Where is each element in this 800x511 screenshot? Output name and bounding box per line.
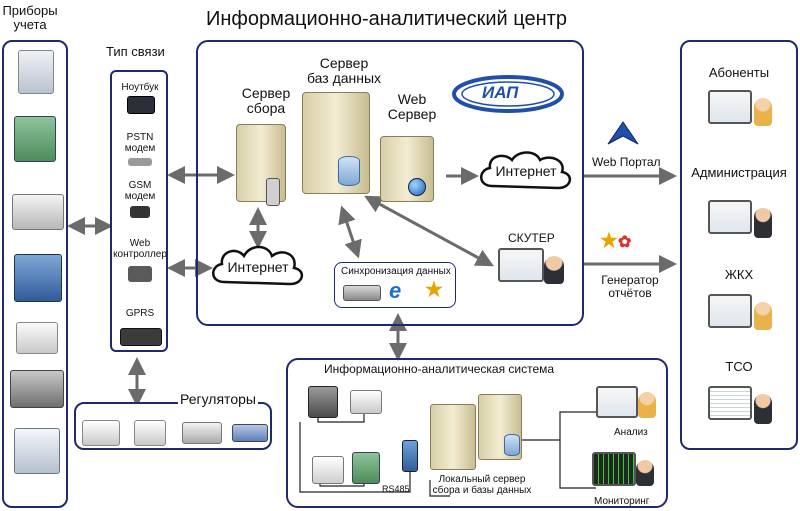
administration-user-icon <box>754 208 772 238</box>
local-server-label: Локальный сервер сбора и базы данных <box>432 474 532 496</box>
administration-monitor-icon[interactable] <box>708 200 752 234</box>
meters-title: Приборы учета <box>2 3 58 33</box>
arrow-web-scouter <box>364 195 494 267</box>
regulator-device-1[interactable] <box>82 420 120 446</box>
regulator-device-4[interactable] <box>232 424 268 442</box>
ias-title: Информационно-аналитическая система <box>324 362 555 376</box>
housing-user-icon <box>754 302 772 330</box>
sync-label: Синхронизация данных <box>341 266 451 277</box>
ias-meter-1[interactable] <box>308 386 338 418</box>
meter-device-4[interactable] <box>14 254 62 302</box>
gsm-modem-icon[interactable] <box>130 206 150 218</box>
subscribers-monitor-icon[interactable] <box>708 90 752 124</box>
comm-item-laptop: Ноутбук <box>121 82 159 93</box>
globe-icon <box>408 178 426 196</box>
regulators-title: Регуляторы <box>178 391 258 408</box>
ie-icon: e <box>389 278 402 303</box>
regulator-device-2[interactable] <box>134 420 166 446</box>
tso-user-icon <box>754 394 772 424</box>
web-portal-icon[interactable] <box>606 120 640 148</box>
web-portal-label: Web Портал <box>592 155 661 169</box>
consumers-panel: Абоненты Администрация ЖКХ ТСО <box>680 40 798 450</box>
meter-device-3[interactable] <box>12 194 64 230</box>
consumer-label-tso: ТСО <box>725 359 753 374</box>
report-gen-label: Генератор отчётов <box>601 273 659 301</box>
meter-device-7[interactable] <box>14 428 60 474</box>
consumer-label-subscribers: Абоненты <box>708 65 770 80</box>
gprs-icon[interactable] <box>120 328 162 346</box>
server-collect-label: Сервер сбора <box>241 85 291 117</box>
regulator-device-3[interactable] <box>182 422 222 444</box>
web-controller-icon[interactable] <box>128 266 152 282</box>
sync-device-icon <box>343 285 381 301</box>
internet-cloud-left: Интернет <box>206 240 310 292</box>
sync-panel: Синхронизация данных e ★ <box>334 262 456 308</box>
comm-panel: Ноутбук PSTN модем GSM модем Web контрол… <box>110 70 168 352</box>
comm-item-gsm: GSM модем <box>124 180 156 202</box>
logo-text: ИАП <box>482 83 519 102</box>
comm-title: Тип связи <box>106 44 165 59</box>
arrow-db-sync <box>338 205 362 259</box>
meter-device-6[interactable] <box>10 370 64 408</box>
comm-item-gprs: GPRS <box>125 308 155 319</box>
analysis-label: Анализ <box>614 427 648 438</box>
monitoring-user-icon <box>636 460 654 486</box>
tso-monitor-icon[interactable] <box>708 386 752 420</box>
internet-cloud-center: Интернет <box>474 146 578 196</box>
page-title: Информационно-аналитический центр <box>206 8 567 30</box>
web-server-icon[interactable] <box>380 136 434 202</box>
subscribers-user-icon <box>754 98 772 126</box>
database-icon <box>338 156 360 186</box>
meters-panel <box>2 40 68 508</box>
server-web-label: Web Сервер <box>387 91 437 123</box>
iap-logo: ИАП <box>448 70 568 114</box>
monitoring-label: Мониторинг <box>594 496 650 507</box>
meter-device-1[interactable] <box>18 50 54 94</box>
pstn-modem-icon[interactable] <box>128 158 152 166</box>
center-panel <box>196 40 584 326</box>
internet-label-left: Интернет <box>227 259 289 275</box>
ias-meter-4[interactable] <box>352 452 380 484</box>
internet-label-center: Интернет <box>495 163 557 179</box>
scouter-user-icon <box>544 256 564 284</box>
local-db-icon <box>504 434 520 456</box>
scouter-label: СКУТЕР <box>508 231 555 245</box>
consumer-label-administration: Администрация <box>691 165 787 180</box>
rs485-label: RS485 <box>382 484 410 494</box>
meter-device-5[interactable] <box>16 322 58 354</box>
ias-panel <box>286 358 668 508</box>
ias-meter-2[interactable] <box>350 390 382 414</box>
meter-device-2[interactable] <box>14 116 56 162</box>
consumer-label-housing: ЖКХ <box>724 267 754 282</box>
monitoring-monitor-icon[interactable] <box>592 452 636 486</box>
comm-item-pstn: PSTN модем <box>124 132 156 154</box>
regulators-panel: Регуляторы <box>74 391 272 450</box>
housing-monitor-icon[interactable] <box>708 294 752 328</box>
laptop-icon[interactable] <box>127 96 155 114</box>
scouter-monitor-icon[interactable] <box>498 248 544 282</box>
ias-meter-3[interactable] <box>312 456 344 484</box>
analysis-user-icon <box>638 392 656 418</box>
analysis-monitor-icon[interactable] <box>596 386 638 418</box>
phone-icon <box>266 178 280 206</box>
local-server-1-icon[interactable] <box>430 404 476 470</box>
comm-item-web: Web контроллер <box>113 238 167 260</box>
rs485-converter-icon[interactable] <box>402 440 418 472</box>
report-icons: ★✿ <box>600 230 632 252</box>
server-db-label: Сервер баз данных <box>306 55 382 87</box>
messenger-icon: ★ <box>425 279 443 301</box>
